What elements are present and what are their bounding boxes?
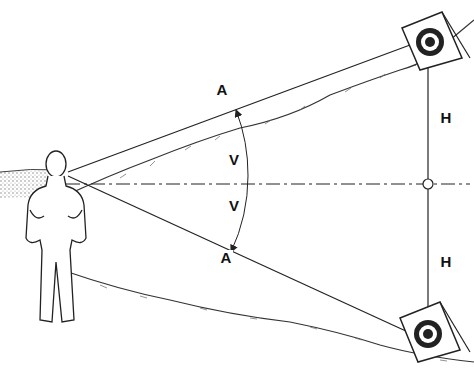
height-line [427,189,428,318]
angle-label: V [227,152,241,168]
lower-target [400,302,470,362]
height-line [427,62,428,179]
observer-figure [26,151,86,322]
height-label: H [439,110,454,126]
lower-slope [62,270,474,362]
sight-line [68,45,410,172]
level-point [423,179,433,189]
hill-hatching [120,61,420,178]
height-label: H [439,254,454,270]
angle-arc [231,176,248,252]
sight-line [68,176,408,332]
distance-label: A [215,82,230,98]
angle-label: V [227,198,241,214]
lower-hatching [100,285,447,361]
eye-level-line [66,184,470,185]
distance-label: A [219,250,234,266]
upper-target [402,12,470,70]
